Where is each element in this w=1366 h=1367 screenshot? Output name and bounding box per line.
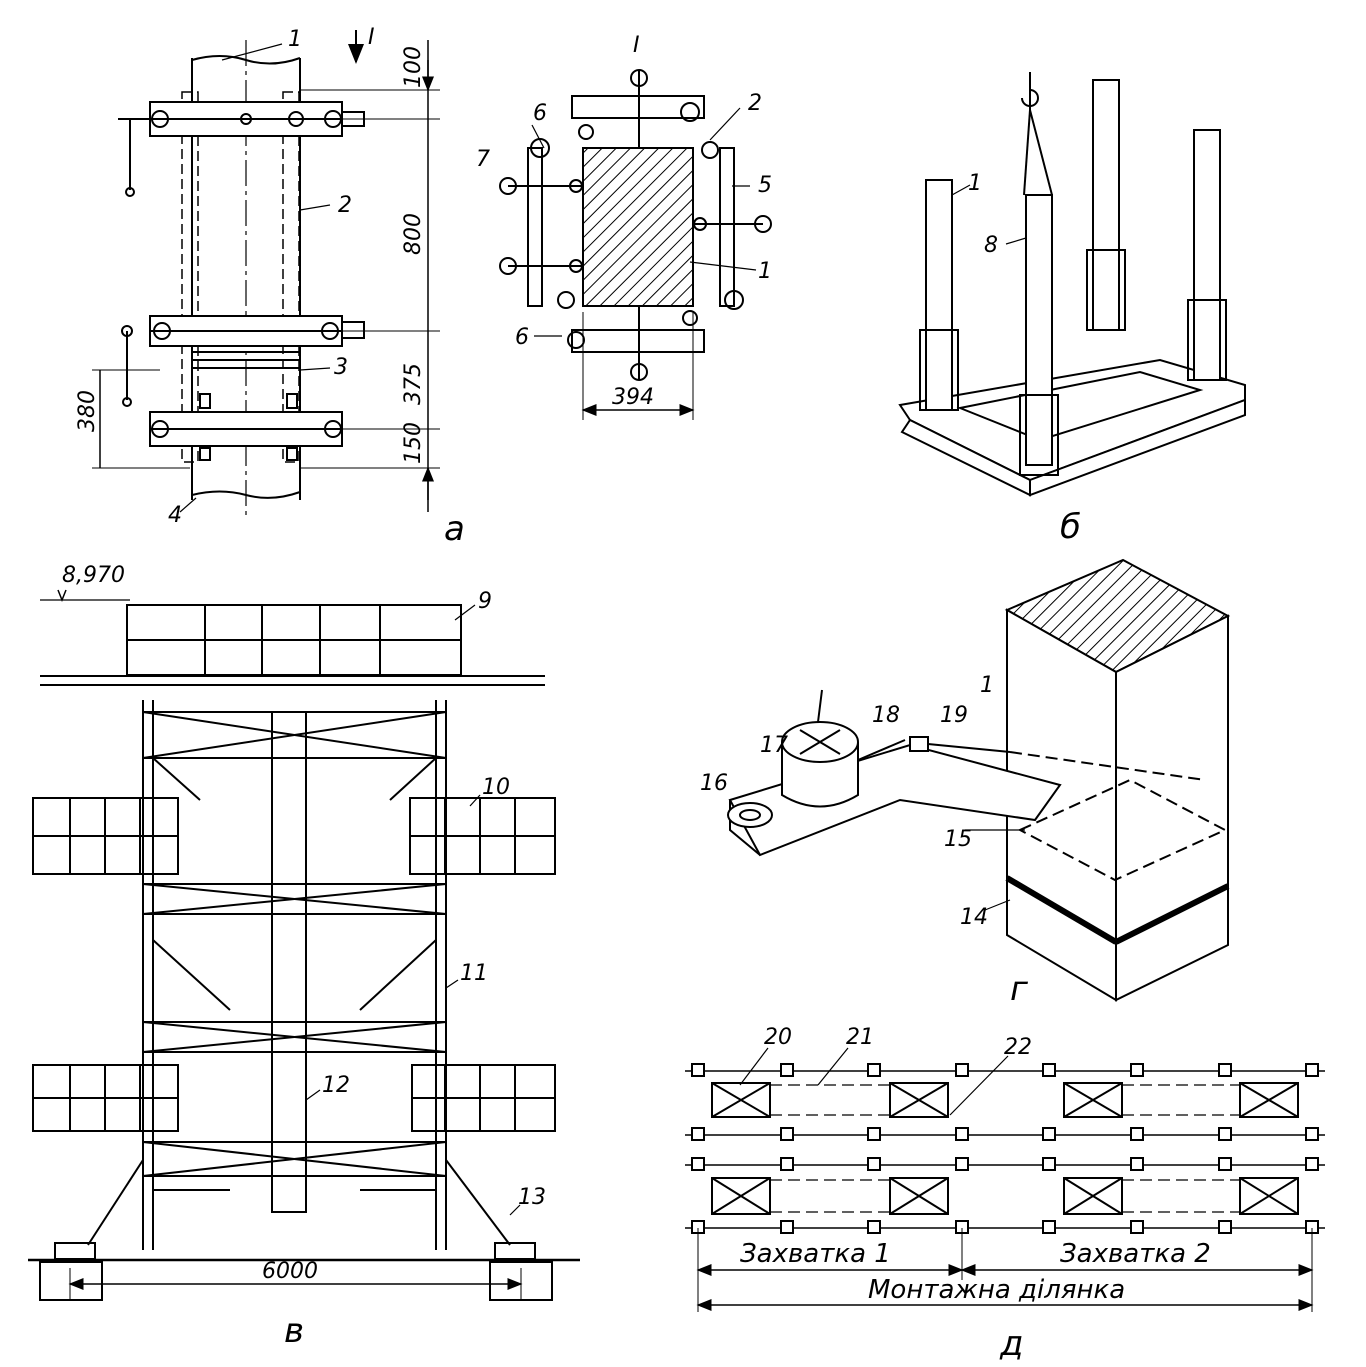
callout-a-4: 4 (168, 503, 182, 528)
panel-label-d: д (999, 1324, 1024, 1364)
panel-g-column-isometric (727, 558, 1231, 1002)
callout-g-19: 19 (940, 703, 968, 728)
elevation-mark: 8,970 (62, 563, 125, 588)
callout-g-17: 17 (760, 733, 788, 758)
panel-label-g: г (1010, 969, 1029, 1009)
section-mark-arrow: I (368, 25, 375, 50)
callout-a-7: 7 (476, 147, 490, 172)
dim-380: 380 (75, 390, 100, 432)
callout-v-12: 12 (322, 1073, 350, 1098)
callout-d-21: 21 (846, 1025, 874, 1050)
panel-a-elevation (92, 30, 440, 520)
section-mark-plan: I (633, 33, 640, 58)
panel-d-plan (685, 1047, 1325, 1312)
panel-a-section-plan (499, 69, 772, 420)
callout-g-14: 14 (960, 905, 988, 930)
panel-label-b: б (1060, 507, 1081, 547)
zone-2-label: Захватка 2 (1060, 1239, 1211, 1269)
callout-a-6-top: 6 (533, 101, 547, 126)
dim-150: 150 (401, 422, 426, 464)
dim-6000: 6000 (262, 1259, 318, 1284)
callout-v-11: 11 (460, 961, 488, 986)
callout-g-1: 1 (980, 673, 994, 698)
zone-1-label: Захватка 1 (740, 1239, 891, 1269)
callout-d-22: 22 (1004, 1035, 1032, 1060)
callout-a-1-plan: 1 (758, 259, 772, 284)
callout-v-13: 13 (518, 1185, 546, 1210)
callout-a-6-bottom: 6 (515, 325, 529, 350)
section-label: Монтажна ділянка (868, 1275, 1125, 1305)
panel-b-isometric (898, 72, 1246, 497)
callout-g-18: 18 (872, 703, 900, 728)
callout-v-9: 9 (478, 589, 492, 614)
panel-label-a: а (444, 509, 465, 549)
callout-a-1: 1 (288, 27, 302, 52)
callout-g-16: 16 (700, 771, 728, 796)
dim-100: 100 (401, 46, 426, 88)
callout-a-2-plan: 2 (748, 91, 762, 116)
callout-a-3: 3 (334, 355, 348, 380)
callout-g-15: 15 (944, 827, 972, 852)
panel-label-v: в (284, 1311, 304, 1351)
callout-a-2: 2 (338, 193, 352, 218)
callout-a-5: 5 (758, 173, 772, 198)
callout-b-8: 8 (984, 233, 998, 258)
callout-v-10: 10 (482, 775, 510, 800)
callout-d-20: 20 (764, 1025, 792, 1050)
dim-800: 800 (401, 213, 426, 255)
dim-375: 375 (401, 363, 426, 405)
panel-v-scaffold (28, 589, 580, 1301)
callout-b-1: 1 (968, 171, 982, 196)
dim-394: 394 (612, 385, 654, 410)
